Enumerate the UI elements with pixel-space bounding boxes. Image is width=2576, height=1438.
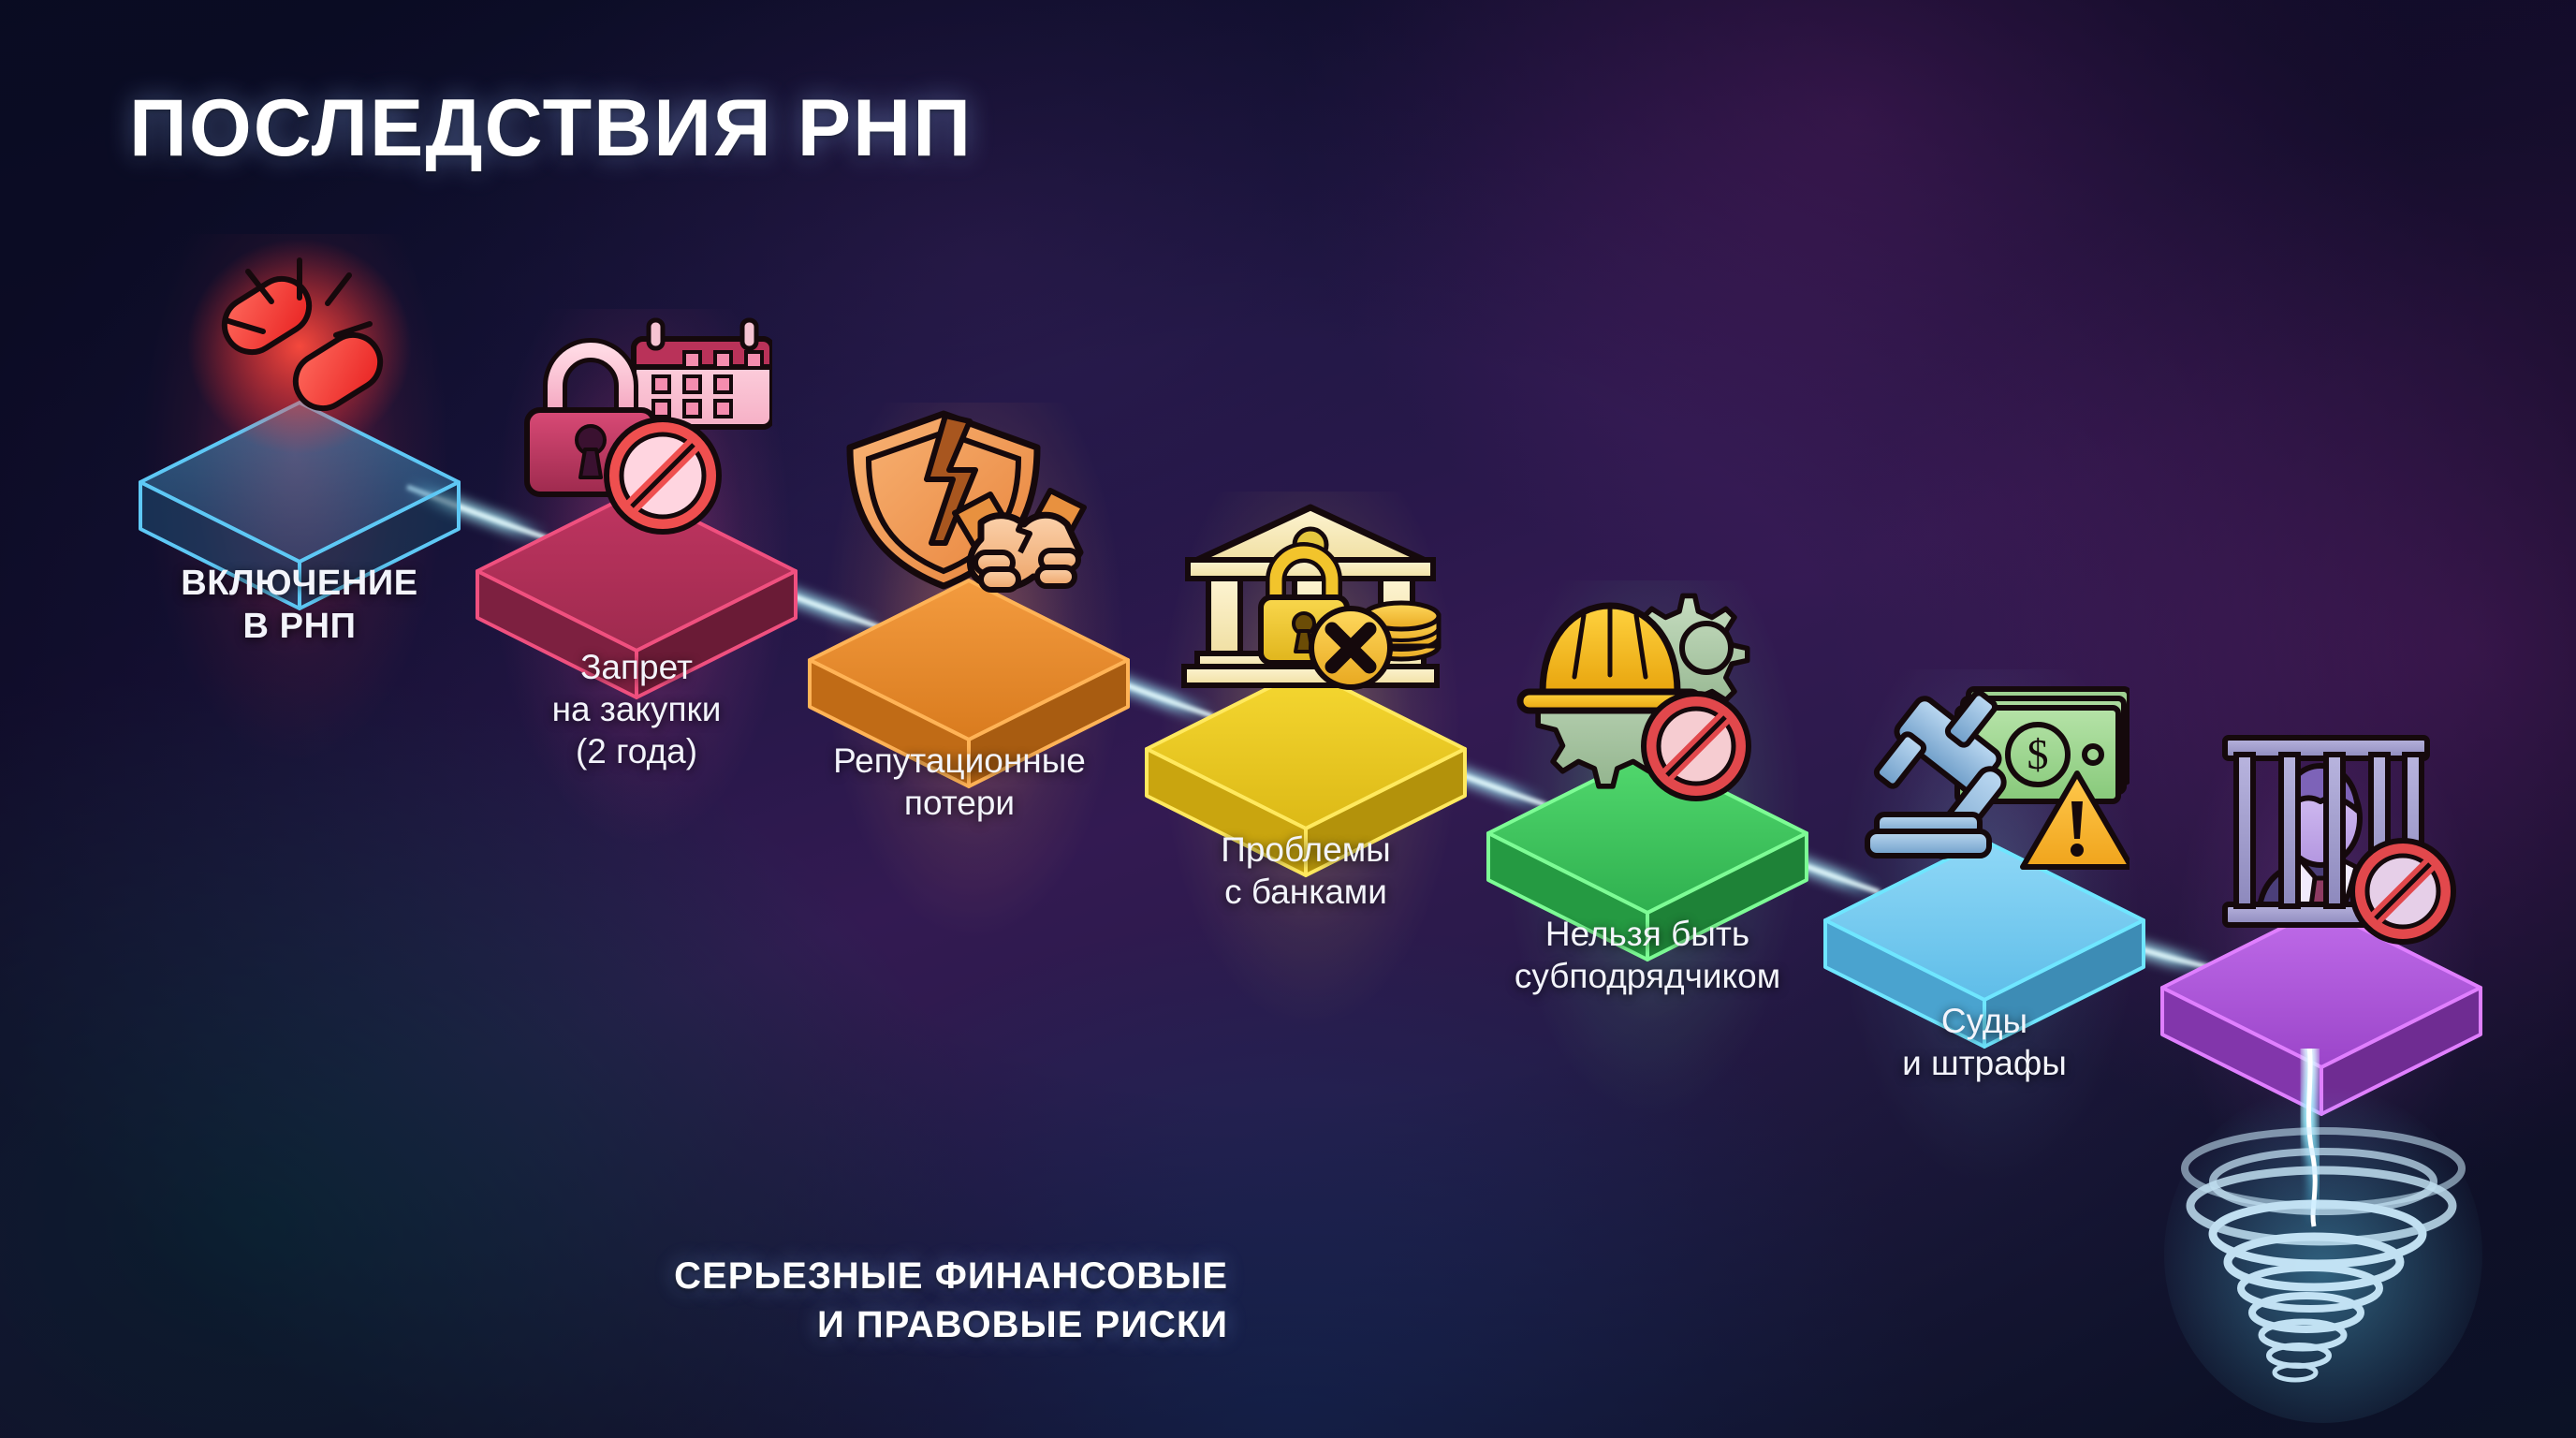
gavel-money-icon-group: $	[1865, 686, 2130, 870]
step-1-platform	[139, 401, 461, 610]
prisoner-behind-bars-icon	[2222, 735, 2456, 945]
page-title: ПОСЛЕДСТВИЯ РНП	[129, 83, 973, 173]
step-4-platform	[1145, 668, 1467, 877]
bank-icon	[1181, 504, 1440, 688]
padlock-calendar-icon-group	[524, 317, 772, 535]
step-1-caption: ВКЛЮЧЕНИЕ В РНП	[181, 564, 418, 647]
warning-triangle-icon	[2020, 770, 2130, 870]
broken-chain-icon	[187, 239, 412, 454]
step-3-platform	[808, 579, 1130, 788]
gavel-icon	[1865, 690, 2007, 859]
step-7-platform	[2160, 906, 2482, 1116]
step-4-caption: Проблемы с банками	[1221, 830, 1391, 912]
step-4[interactable]: Проблемы с банками	[1128, 501, 1484, 969]
calendar-icon	[631, 317, 772, 430]
step-2-platform	[476, 490, 798, 699]
step-3-caption: Репутационные потери	[833, 741, 1086, 823]
svg-text:$: $	[2027, 730, 2049, 778]
step-6[interactable]: $ Суды и штрафы	[1807, 672, 2162, 1140]
prohibition-icon	[604, 417, 722, 535]
step-5-platform	[1486, 752, 1808, 961]
hard-hat-icon	[1516, 602, 1704, 714]
step-7[interactable]	[2144, 735, 2499, 1133]
step-6-platform	[1823, 839, 2145, 1049]
handshake-icon	[952, 488, 1087, 593]
hardhat-gear-icon-group	[1516, 593, 1751, 801]
broken-shield-handshake-icon-group	[846, 410, 1087, 593]
step-5-caption: Нельзя быть субподрядчиком	[1514, 915, 1781, 996]
cross-circle-icon	[1309, 606, 1393, 690]
step-3[interactable]: Репутационные потери	[791, 410, 1147, 880]
prohibition-icon	[2349, 838, 2456, 945]
step-2[interactable]: Запрет на закупки (2 года)	[459, 317, 814, 791]
prohibition-icon	[1641, 691, 1751, 801]
step-1[interactable]: ВКЛЮЧЕНИЕ В РНП	[122, 234, 477, 683]
bank-icon-group	[1181, 504, 1442, 690]
step-2-caption: Запрет на закупки (2 года)	[551, 648, 722, 771]
bottom-caption: СЕРЬЕЗНЫЕ ФИНАНСОВЫЕ И ПРАВОВЫЕ РИСКИ	[674, 1255, 1228, 1345]
step-6-caption: Суды и штрафы	[1902, 1002, 2067, 1083]
step-5[interactable]: Нельзя быть субподрядчиком	[1470, 585, 1825, 1053]
